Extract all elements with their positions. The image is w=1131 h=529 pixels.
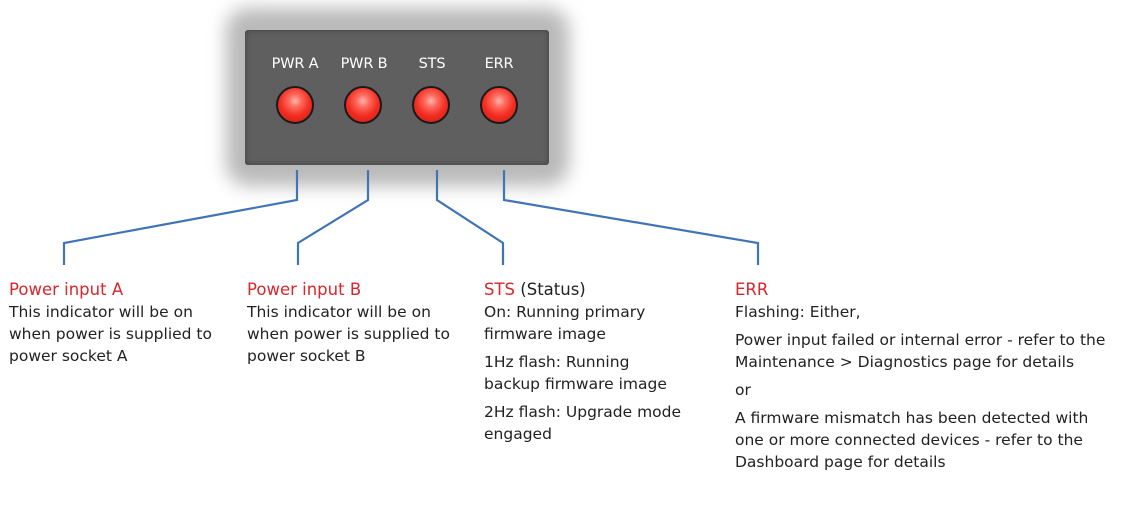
desc-power-a-text: This indicator will be on when power is … xyxy=(9,303,212,365)
desc-err-item-or: or xyxy=(735,381,751,399)
led-label-pwr-b: PWR B xyxy=(340,56,388,72)
led-pwr-a xyxy=(276,86,314,124)
desc-err-item-mismatch: A firmware mismatch has been detected wi… xyxy=(735,409,1089,471)
led-err xyxy=(480,86,518,124)
desc-power-a: Power input A This indicator will be on … xyxy=(9,279,214,367)
desc-sts-title-row: STS (Status) xyxy=(484,279,684,301)
leader-line-pwr-a xyxy=(62,170,299,265)
desc-power-b-title: Power input B xyxy=(247,280,362,299)
desc-power-b-text: This indicator will be on when power is … xyxy=(247,303,450,365)
desc-sts-title: STS xyxy=(484,280,516,299)
led-label-pwr-a: PWR A xyxy=(271,56,319,72)
led-sts xyxy=(412,86,450,124)
desc-err-title: ERR xyxy=(735,280,769,299)
led-label-err: ERR xyxy=(484,56,514,72)
desc-err-item-flashing: Flashing: Either, xyxy=(735,303,861,321)
leader-line-sts xyxy=(435,170,505,265)
indicator-panel: PWR A PWR B STS ERR xyxy=(245,30,549,165)
leader-line-err xyxy=(502,170,760,265)
desc-sts-title-suffix: (Status) xyxy=(520,280,586,299)
desc-err: ERR Flashing: Either, Power input failed… xyxy=(735,279,1110,473)
desc-sts-item-on: On: Running primary firmware image xyxy=(484,303,646,343)
leader-line-pwr-b xyxy=(296,170,370,265)
desc-sts: STS (Status) On: Running primary firmwar… xyxy=(484,279,684,445)
desc-sts-item-1hz: 1Hz flash: Running backup firmware image xyxy=(484,353,667,393)
desc-power-b: Power input B This indicator will be on … xyxy=(247,279,452,367)
desc-power-a-title: Power input A xyxy=(9,280,124,299)
desc-err-item-power-failed: Power input failed or internal error - r… xyxy=(735,331,1106,371)
led-label-sts: STS xyxy=(418,56,446,72)
led-pwr-b xyxy=(344,86,382,124)
desc-sts-item-2hz: 2Hz flash: Upgrade mode engaged xyxy=(484,403,682,443)
